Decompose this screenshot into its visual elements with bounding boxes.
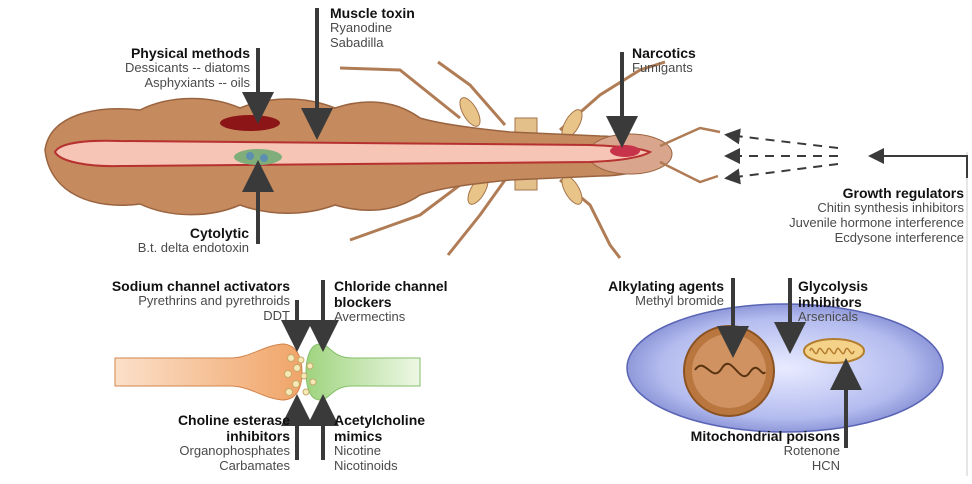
- insect-gut: [55, 141, 650, 166]
- label-narcotics: Narcotics Fumigants: [632, 45, 696, 76]
- sodium-channel-line-1: Pyrethrins and pyrethroids: [112, 294, 290, 309]
- cytolytic-line-1: B.t. delta endotoxin: [138, 241, 249, 256]
- physical-methods-line-1: Dessicants -- diatoms: [125, 61, 250, 76]
- acetylcholine-title-1: Acetylcholine: [334, 412, 425, 428]
- label-acetylcholine: Acetylcholine mimics Nicotine Nicotinoid…: [334, 412, 425, 474]
- sodium-channel-title: Sodium channel activators: [112, 278, 290, 294]
- label-sodium-channel: Sodium channel activators Pyrethrins and…: [112, 278, 290, 324]
- growth-regulators-line-3: Ecdysone interference: [789, 231, 964, 246]
- chloride-channel-title-1: Chloride channel: [334, 278, 448, 294]
- neuron-presynaptic: [115, 344, 302, 400]
- narcotics-title: Narcotics: [632, 45, 696, 61]
- synapse: [115, 344, 420, 400]
- spiracle-spot: [220, 115, 280, 131]
- acetylcholine-title-2: mimics: [334, 428, 425, 444]
- mitochondrial-title: Mitochondrial poisons: [691, 428, 840, 444]
- muscle-toxin-line-1: Ryanodine: [330, 21, 415, 36]
- brain-spot: [610, 145, 640, 157]
- arrow-growth-regulators: [872, 156, 967, 178]
- label-mitochondrial: Mitochondrial poisons Rotenone HCN: [691, 428, 840, 474]
- growth-regulators-title: Growth regulators: [789, 185, 964, 201]
- choline-esterase-title-1: Choline esterase: [178, 412, 290, 428]
- label-physical-methods: Physical methods Dessicants -- diatoms A…: [125, 45, 250, 91]
- label-muscle-toxin: Muscle toxin Ryanodine Sabadilla: [330, 5, 415, 51]
- label-choline-esterase: Choline esterase inhibitors Organophosph…: [178, 412, 290, 474]
- glycolysis-title-2: inhibitors: [798, 294, 868, 310]
- muscle-toxin-line-2: Sabadilla: [330, 36, 415, 51]
- choline-esterase-title-2: inhibitors: [178, 428, 290, 444]
- growth-regulators-line-2: Juvenile hormone interference: [789, 216, 964, 231]
- label-alkylating: Alkylating agents Methyl bromide: [608, 278, 724, 309]
- physical-methods-title: Physical methods: [125, 45, 250, 61]
- label-chloride-channel: Chloride channel blockers Avermectins: [334, 278, 448, 325]
- cytolytic-spot: [234, 149, 282, 165]
- physical-methods-line-2: Asphyxiants -- oils: [125, 76, 250, 91]
- choline-esterase-line-2: Carbamates: [178, 459, 290, 474]
- cell-membrane: [627, 304, 943, 432]
- chloride-channel-title-2: blockers: [334, 294, 448, 310]
- acetylcholine-line-2: Nicotinoids: [334, 459, 425, 474]
- muscle-toxin-title: Muscle toxin: [330, 5, 415, 21]
- cytolytic-title: Cytolytic: [138, 225, 249, 241]
- glycolysis-line-1: Arsenicals: [798, 310, 868, 325]
- growth-regulator-arrows: [728, 135, 967, 178]
- mitochondrial-line-2: HCN: [691, 459, 840, 474]
- mitochondrial-line-1: Rotenone: [691, 444, 840, 459]
- neuron-postsynaptic: [306, 344, 420, 400]
- glycolysis-title-1: Glycolysis: [798, 278, 868, 294]
- alkylating-title: Alkylating agents: [608, 278, 724, 294]
- narcotics-line-1: Fumigants: [632, 61, 696, 76]
- label-cytolytic: Cytolytic B.t. delta endotoxin: [138, 225, 249, 256]
- acetylcholine-line-1: Nicotine: [334, 444, 425, 459]
- alkylating-line-1: Methyl bromide: [608, 294, 724, 309]
- label-growth-regulators: Growth regulators Chitin synthesis inhib…: [789, 185, 964, 246]
- growth-regulators-line-1: Chitin synthesis inhibitors: [789, 201, 964, 216]
- chloride-channel-line-1: Avermectins: [334, 310, 448, 325]
- cell: [627, 304, 943, 432]
- label-glycolysis: Glycolysis inhibitors Arsenicals: [798, 278, 868, 325]
- sodium-channel-line-2: DDT: [112, 309, 290, 324]
- choline-esterase-line-1: Organophosphates: [178, 444, 290, 459]
